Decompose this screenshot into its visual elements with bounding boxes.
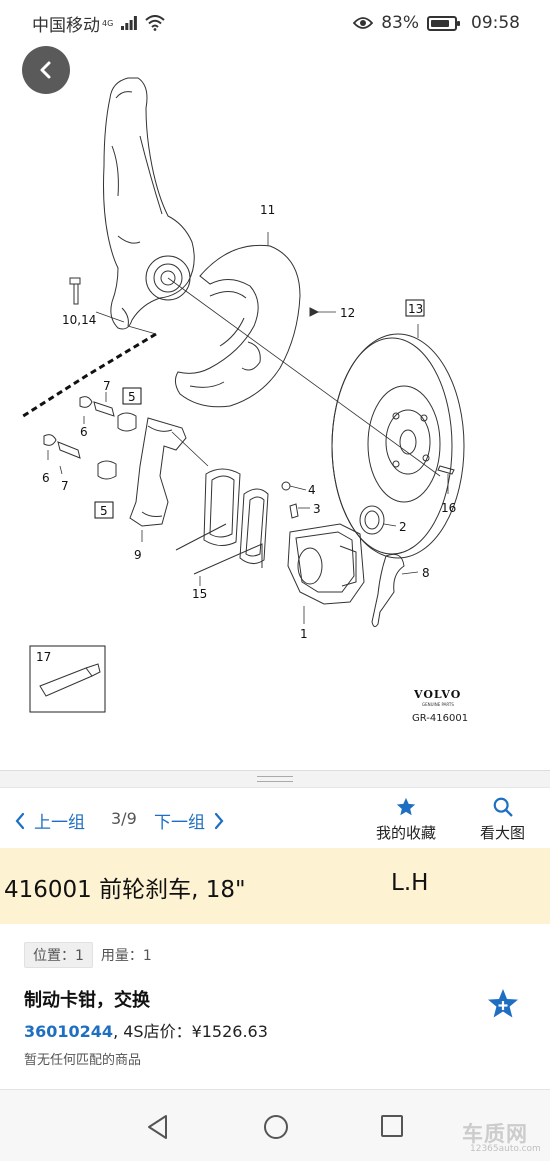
group-navigation: 上一组 3/9 下一组 我的收藏 看大图 (0, 790, 550, 848)
status-right: 83% 09:58 (353, 13, 520, 33)
part-meta: 位置：1 用量：1 (24, 942, 152, 968)
callout-16[interactable]: 16 (441, 501, 456, 515)
eye-icon (353, 17, 374, 29)
part-number-link[interactable]: 36010244 (24, 1022, 114, 1041)
system-navigation-bar (0, 1090, 550, 1161)
callout-2[interactable]: 2 (399, 520, 407, 534)
carrier-name: 中国移动 (32, 15, 100, 36)
clock: 09:58 (471, 13, 520, 33)
part-card[interactable]: 位置：1 用量：1 制动卡钳，交换 36010244, 4S店价：¥1526.6… (0, 924, 550, 1090)
network-type: 4G (102, 18, 114, 28)
chevron-right-icon (214, 812, 224, 829)
previous-group-label: 上一组 (34, 813, 85, 833)
callout-4[interactable]: 4 (308, 483, 316, 497)
part-name: 制动卡钳，交换 (24, 990, 150, 1011)
callout-15[interactable]: 15 (192, 587, 207, 601)
group-title: 416001 前轮刹车, 18" (4, 877, 246, 903)
previous-group-button[interactable]: 上一组 (14, 808, 85, 833)
group-side: L.H (391, 870, 429, 896)
brand-subtitle: GENUINE PARTS (422, 702, 454, 707)
parts-diagram[interactable]: 11 10,14 12 13 7 5 6 6 7 5 4 3 2 8 9 16 … (0, 46, 550, 766)
system-back-button[interactable] (146, 1114, 170, 1140)
system-home-button[interactable] (263, 1114, 289, 1140)
callout-5-upper[interactable]: 5 (128, 390, 136, 404)
view-large-button[interactable]: 看大图 (480, 796, 525, 843)
watermark-url: 12365auto.com (470, 1144, 541, 1154)
callout-7-lower[interactable]: 7 (61, 479, 69, 493)
callout-6-lower[interactable]: 6 (42, 471, 50, 485)
volvo-logo: VOLVO (413, 688, 461, 701)
chevron-left-icon (15, 812, 25, 829)
status-bar: 中国移动 4G 83% 09:58 (0, 0, 550, 46)
next-group-label: 下一组 (154, 813, 205, 833)
callout-5-lower[interactable]: 5 (100, 504, 108, 518)
callout-11[interactable]: 11 (260, 203, 275, 217)
drawer-handle[interactable] (0, 770, 550, 788)
diagram-reference: GR-416001 (412, 713, 468, 724)
callout-9[interactable]: 9 (134, 548, 142, 562)
callout-12[interactable]: 12 (340, 306, 355, 320)
my-favorites-label: 我的收藏 (376, 824, 437, 842)
signal-icon (121, 16, 138, 30)
callout-3[interactable]: 3 (313, 502, 321, 516)
wifi-icon (145, 15, 165, 31)
dealer-price: , 4S店价：¥1526.63 (113, 1022, 268, 1041)
callout-8[interactable]: 8 (422, 566, 430, 580)
price-row: 36010244, 4S店价：¥1526.63 (24, 1018, 268, 1042)
group-title-band: 416001 前轮刹车, 18" L.H (0, 848, 550, 924)
position-chip: 位置：1 (24, 942, 93, 968)
chevron-left-icon (40, 61, 51, 79)
callout-17[interactable]: 17 (36, 650, 51, 664)
group-page-indicator: 3/9 (111, 809, 137, 828)
magnifier-icon (493, 797, 512, 817)
back-button[interactable] (22, 46, 70, 94)
battery-icon (427, 15, 460, 31)
view-large-label: 看大图 (480, 824, 526, 842)
battery-fill (431, 19, 450, 27)
quantity-label: 用量：1 (100, 948, 152, 964)
exploded-view-drawing: 11 10,14 12 13 7 5 6 6 7 5 4 3 2 8 9 16 … (19, 77, 468, 724)
callout-7-upper[interactable]: 7 (103, 379, 111, 393)
status-left: 中国移动 4G (32, 11, 165, 36)
grip-icon (257, 776, 293, 782)
system-recents-button[interactable] (380, 1114, 404, 1138)
watermark: 车质网 (462, 1122, 528, 1146)
no-match-message: 暂无任何匹配的商品 (24, 1053, 142, 1068)
next-group-button[interactable]: 下一组 (154, 808, 225, 833)
callout-1[interactable]: 1 (300, 627, 308, 641)
battery-percent: 83% (381, 13, 419, 33)
callout-10-14[interactable]: 10,14 (62, 313, 96, 327)
my-favorites-button[interactable]: 我的收藏 (376, 796, 436, 843)
callout-13[interactable]: 13 (408, 302, 423, 316)
callout-6-upper[interactable]: 6 (80, 425, 88, 439)
star-icon (396, 797, 416, 816)
add-favorite-button[interactable] (487, 988, 519, 1020)
